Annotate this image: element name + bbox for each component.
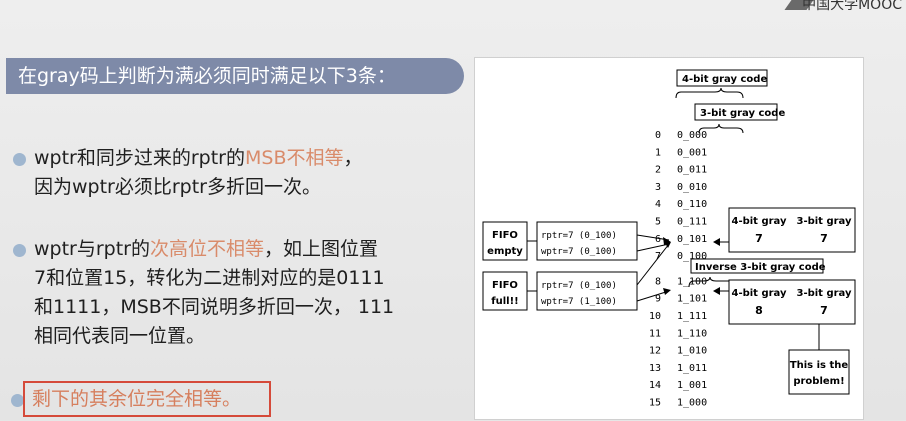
problem-line2: problem! <box>793 376 844 387</box>
gray-row-index: 12 <box>649 346 661 357</box>
gray-row-code: 1_011 <box>677 363 707 374</box>
box-bottom-h2: 3-bit gray <box>796 288 851 299</box>
fifo-empty-label1: FIFO <box>492 230 518 241</box>
gray-row-index: 14 <box>649 380 661 391</box>
box-top-h1: 4-bit gray <box>731 216 786 227</box>
gray-row-code: 1_010 <box>677 346 707 357</box>
label-3bit: 3-bit gray code <box>700 108 785 119</box>
box-bottom-h1: 4-bit gray <box>731 288 786 299</box>
fifo-full-label2: full!! <box>491 296 518 307</box>
label-inverse: Inverse 3-bit gray code <box>695 262 826 273</box>
gray-row-index: 0 <box>655 130 661 141</box>
gray-row-index: 1 <box>655 147 661 158</box>
bullet-1-highlight: MSB不相等 <box>245 147 344 169</box>
gray-row-code: 1_110 <box>677 328 707 339</box>
fifo-full-rptr: rptr=7 (0_100) <box>541 281 617 291</box>
gray-row-code: 1_100 <box>677 276 707 287</box>
gray-row-index: 10 <box>649 311 661 322</box>
bullet-2-line2: 7和位置15，转化为二进制对应的是0111 <box>34 267 385 289</box>
gray-row-index: 5 <box>655 217 661 228</box>
bullet-icon <box>13 153 26 166</box>
gray-row-code: 1_101 <box>677 294 707 305</box>
bullet-icon <box>11 394 24 407</box>
box-top-v1: 7 <box>755 232 763 245</box>
gray-row-code: 0_111 <box>677 217 707 228</box>
gray-row-code: 1_001 <box>677 380 707 391</box>
bullet-icon <box>13 244 26 257</box>
gray-row-index: 15 <box>649 398 661 409</box>
gray-row-index: 11 <box>649 328 661 339</box>
bullet-2-part: ，如上图位置 <box>264 238 379 260</box>
fifo-empty-rptr: rptr=7 (0_100) <box>541 231 617 241</box>
gray-row-code: 0_001 <box>677 147 707 158</box>
box-bottom-v1: 8 <box>755 304 763 317</box>
fifo-full-label1: FIFO <box>492 280 518 291</box>
fifo-empty-label2: empty <box>487 246 523 257</box>
gray-row-code: 1_111 <box>677 311 707 322</box>
bullet-2-text: wptr与rptr的次高位不相等，如上图位置 7和位置15，转化为二进制对应的是… <box>34 235 394 351</box>
bullet-1-line2: 因为wptr必须比rptr多折回一次。 <box>34 176 321 198</box>
bullet-1-part: wptr和同步过来的rptr的 <box>34 147 245 169</box>
gray-row-code: 0_010 <box>677 182 707 193</box>
gray-row-code: 0_101 <box>677 234 707 245</box>
bullet-2-line3: 和1111，MSB不同说明多折回一次， 111 <box>34 296 395 318</box>
gray-row-code: 0_011 <box>677 165 707 176</box>
gray-row-code: 0_100 <box>677 251 707 262</box>
gray-row-code: 0_110 <box>677 199 707 210</box>
gray-row-index: 3 <box>655 182 661 193</box>
bullet-2-part: wptr与rptr的 <box>34 238 150 260</box>
corner-logo: 中国大学MOOC <box>776 0 906 14</box>
gray-row-index: 9 <box>655 294 661 305</box>
logo-text: 中国大学MOOC <box>802 0 902 13</box>
fifo-empty-wptr: wptr=7 (0_100) <box>541 247 617 257</box>
problem-line1: This is the <box>790 360 849 371</box>
highlight-box <box>23 381 271 417</box>
gray-row-index: 7 <box>655 251 661 262</box>
gray-row-index: 4 <box>655 199 661 210</box>
bullet-3-text: 剩下的其余位完全相等。 <box>32 388 242 410</box>
gray-row-index: 13 <box>649 363 661 374</box>
gray-row-index: 8 <box>655 276 661 287</box>
fifo-full-wptr: wptr=7 (1_100) <box>541 297 617 307</box>
bullet-2-line4: 相同代表同一位置。 <box>34 325 206 347</box>
gray-row-index: 6 <box>655 234 661 245</box>
gray-row-code: 0_000 <box>677 130 707 141</box>
bullet-1-text: wptr和同步过来的rptr的MSB不相等， 因为wptr必须比rptr多折回一… <box>34 144 363 202</box>
bullet-2-highlight: 次高位不相等 <box>150 238 265 260</box>
label-4bit: 4-bit gray code <box>682 74 767 85</box>
bullet-1-part: ， <box>343 147 363 169</box>
box-top-v2: 7 <box>820 232 828 245</box>
gray-row-code: 1_000 <box>677 398 707 409</box>
gray-row-index: 2 <box>655 165 661 176</box>
box-top-h2: 3-bit gray <box>796 216 851 227</box>
slide-title: 在gray码上判断为满必须同时满足以下3条： <box>6 58 464 94</box>
box-bottom-v2: 7 <box>820 304 828 317</box>
